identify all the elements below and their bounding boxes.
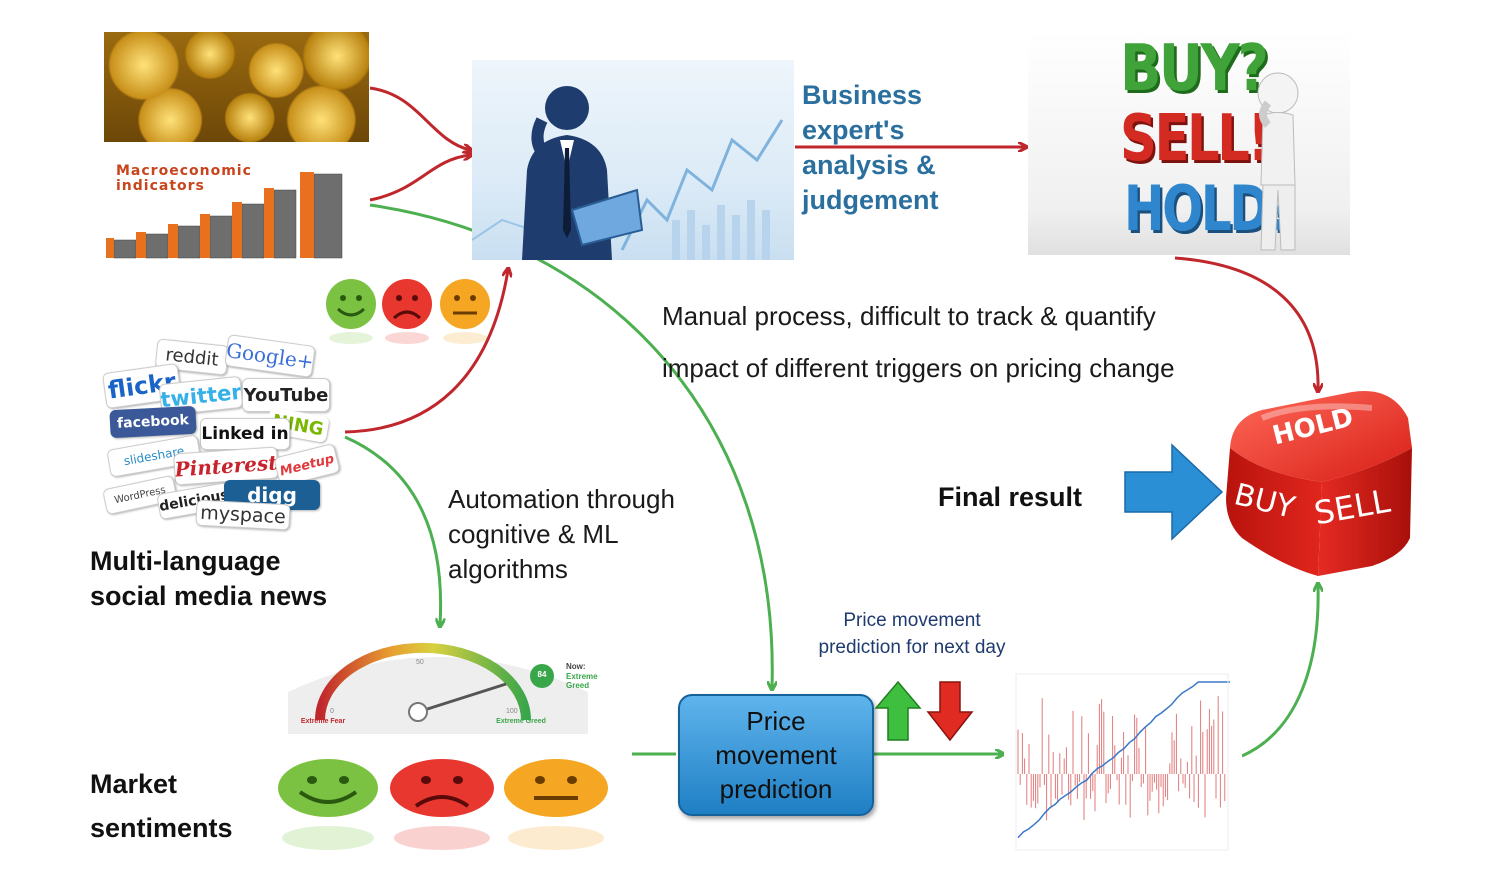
logo-google: Google+: [224, 334, 316, 378]
automation-line3: algorithms: [448, 554, 568, 584]
market-sentiments-label: Market sentiments: [90, 762, 233, 850]
macro-indicators-graphic: Macroeconomic indicators: [104, 160, 369, 262]
happy-smiley-icon: [326, 279, 376, 329]
price-chart-graphic: [1015, 673, 1230, 851]
gauge-tick-low: 0: [330, 708, 334, 715]
thumb-chart-trend-line: [1017, 681, 1230, 839]
prediction-line2: movement: [715, 740, 837, 770]
expert-label-line3: analysis &: [802, 150, 936, 180]
automation-line2: cognitive & ML: [448, 519, 619, 549]
business-expert-image: [472, 60, 794, 260]
macro-label-line2: indicators: [116, 178, 205, 194]
prediction-line3: prediction: [719, 774, 833, 804]
expert-label-line2: expert's: [802, 115, 905, 145]
thumb-chart-frame: [1015, 673, 1229, 851]
gauge-graphic: [288, 642, 588, 734]
neutral-smiley-icon: [440, 279, 490, 329]
gauge-now-value: 84: [537, 670, 547, 679]
gold-coins-image: [104, 32, 369, 142]
market-label-line1: Market: [90, 769, 178, 799]
gauge-fear-label: Extreme Fear: [300, 718, 346, 725]
logo-linkedin: Linked in: [200, 418, 290, 450]
final-result-arrow: [1124, 443, 1224, 541]
expert-analysis-label: Business expert's analysis & judgement: [802, 78, 939, 218]
expert-label-line4: judgement: [802, 185, 939, 215]
arrow-social-to-gauge: [344, 435, 441, 625]
arrow-buysell-to-cube: [1174, 256, 1318, 390]
expert-label-line1: Business: [802, 80, 923, 110]
expert-illustration: [472, 86, 784, 260]
next-day-line1: Price movement: [843, 610, 981, 631]
automation-line1: Automation through: [448, 484, 675, 514]
manual-line2: impact of different triggers on pricing …: [662, 353, 1175, 383]
price-chart-thumbnail: [1004, 654, 1242, 860]
red-down-arrow-icon: [926, 681, 974, 742]
arrow-chart-to-cube: [1241, 585, 1318, 758]
macro-bars: [106, 172, 343, 259]
smiley-set-small: [326, 279, 490, 344]
up-down-arrows: [874, 680, 974, 742]
next-day-prediction-label: Price movement prediction for next day: [800, 607, 1024, 661]
manual-process-note: Manual process, difficult to track & qua…: [662, 290, 1175, 394]
dice-sell-text: SELL!: [1120, 102, 1271, 176]
gauge-now-state: Extreme Greed: [566, 672, 598, 690]
gauge-tick-high: 100: [506, 708, 518, 715]
market-label-line2: sentiments: [90, 813, 233, 843]
gauge-now-label: Now:: [566, 662, 586, 671]
social-label-line2: social media news: [90, 581, 328, 611]
logo-youtube: YouTube: [242, 378, 330, 412]
price-movement-prediction-box: Price movement prediction: [678, 694, 874, 816]
final-result-label: Final result: [938, 482, 1083, 512]
arrow-gold-to-expert: [369, 86, 470, 150]
hold-buy-sell-cube: HOLD BUY SELL: [1222, 388, 1414, 584]
manual-line1: Manual process, difficult to track & qua…: [662, 301, 1156, 331]
prediction-line1: Price: [746, 706, 806, 736]
thinking-figure: [1257, 72, 1299, 251]
macro-label-line1: Macroeconomic: [116, 163, 252, 179]
social-label-line1: Multi-language: [90, 546, 281, 576]
smiley-set-large: [278, 759, 608, 850]
large-neutral-smiley-icon: [504, 759, 608, 817]
social-media-label: Multi-language social media news: [90, 544, 327, 614]
green-up-arrow-icon: [874, 680, 922, 741]
top-sentiment-smileys: [322, 276, 502, 346]
logo-facebook: facebook: [109, 405, 197, 439]
gauge-greed-label: Extreme Greed: [496, 718, 546, 725]
large-sad-smiley-icon: [390, 759, 494, 817]
fear-greed-gauge: 0 50 100 Extreme Fear Extreme Greed 84 N…: [258, 632, 630, 738]
social-media-collage: reddit Google+ flickr twitter YouTube fa…: [101, 334, 344, 531]
next-day-line2: prediction for next day: [818, 637, 1006, 658]
large-happy-smiley-icon: [278, 759, 378, 817]
dice-buy-text: BUY?: [1120, 32, 1269, 106]
automation-note: Automation through cognitive & ML algori…: [448, 482, 675, 587]
cube-shape: [1226, 391, 1412, 576]
buy-sell-hold-image: BUY? SELL! HOLD?: [1028, 30, 1350, 255]
gauge-tick-mid: 50: [416, 659, 424, 666]
logo-myspace: myspace: [195, 499, 291, 531]
market-sentiment-smileys: [274, 756, 614, 856]
sad-smiley-icon: [382, 279, 432, 329]
arrow-macro-to-expert: [369, 155, 470, 202]
